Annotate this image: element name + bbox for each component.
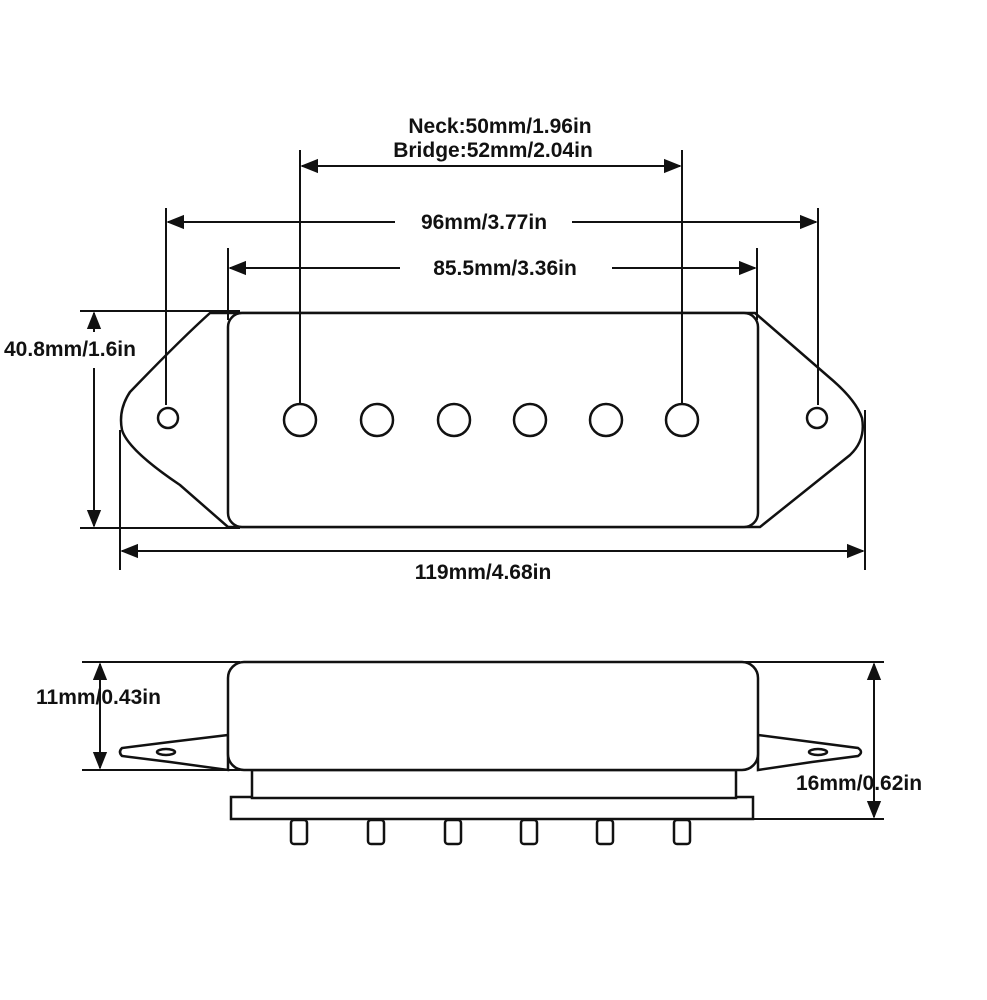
pole-piece-6 bbox=[664, 402, 700, 438]
total-height-label: 16mm/0.62in bbox=[796, 772, 922, 795]
cover-width-label: 40.8mm/1.6in bbox=[4, 338, 136, 361]
side-body bbox=[250, 768, 738, 800]
neck-spacing-label: Neck:50mm/1.96in bbox=[408, 115, 591, 138]
side-pole-5 bbox=[595, 818, 615, 846]
side-base-plate bbox=[229, 795, 755, 821]
pickup-cover bbox=[226, 311, 760, 529]
side-view: 11mm/0.43in 16mm/0.62in bbox=[36, 660, 922, 846]
mount-hole-spacing-label: 96mm/3.77in bbox=[421, 211, 547, 234]
pole-piece-2 bbox=[359, 402, 395, 438]
cover-length-label: 85.5mm/3.36in bbox=[433, 257, 577, 280]
pole-piece-1 bbox=[282, 402, 318, 438]
side-pole-3 bbox=[443, 818, 463, 846]
mounting-hole-left bbox=[156, 406, 180, 430]
side-pole-2 bbox=[366, 818, 386, 846]
total-length-label: 119mm/4.68in bbox=[415, 561, 552, 584]
pole-piece-4 bbox=[512, 402, 548, 438]
side-pole-6 bbox=[672, 818, 692, 846]
side-mount-hole-left bbox=[155, 747, 177, 757]
side-pole-1 bbox=[289, 818, 309, 846]
pole-piece-3 bbox=[436, 402, 472, 438]
pole-piece-5 bbox=[588, 402, 624, 438]
cover-height-label: 11mm/0.43in bbox=[36, 686, 161, 709]
side-mount-hole-right bbox=[807, 747, 829, 757]
bridge-spacing-label: Bridge:52mm/2.04in bbox=[393, 139, 593, 162]
top-view: Neck:50mm/1.96in Bridge:52mm/2.04in 96mm… bbox=[4, 115, 866, 584]
side-pickup-cover bbox=[226, 660, 760, 772]
mounting-hole-right bbox=[805, 406, 829, 430]
side-pole-4 bbox=[519, 818, 539, 846]
